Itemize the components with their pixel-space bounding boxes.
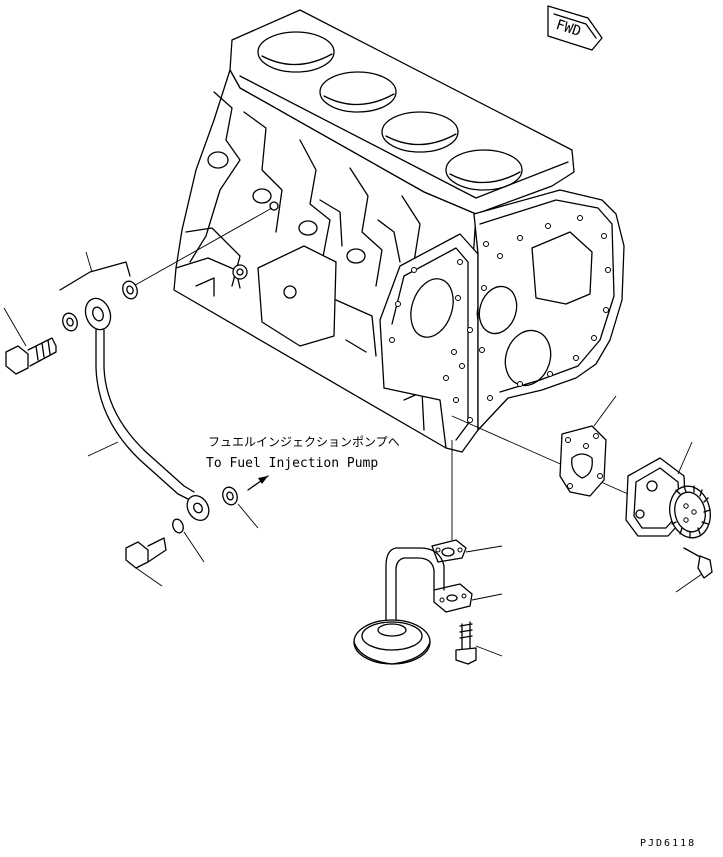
callout-english: To Fuel Injection Pump [206, 456, 378, 471]
oil-strainer-assembly [353, 539, 503, 665]
oil-pump-assembly [559, 395, 713, 593]
oil-pipe-assembly [3, 251, 269, 587]
fwd-direction-marker: FWD [547, 5, 603, 51]
drawing-number: PJD6118 [640, 838, 696, 849]
cylinder-block [173, 9, 625, 453]
callout-japanese: フュエルインジェクションポンプへ [208, 435, 400, 449]
fwd-label: FWD [554, 17, 583, 40]
